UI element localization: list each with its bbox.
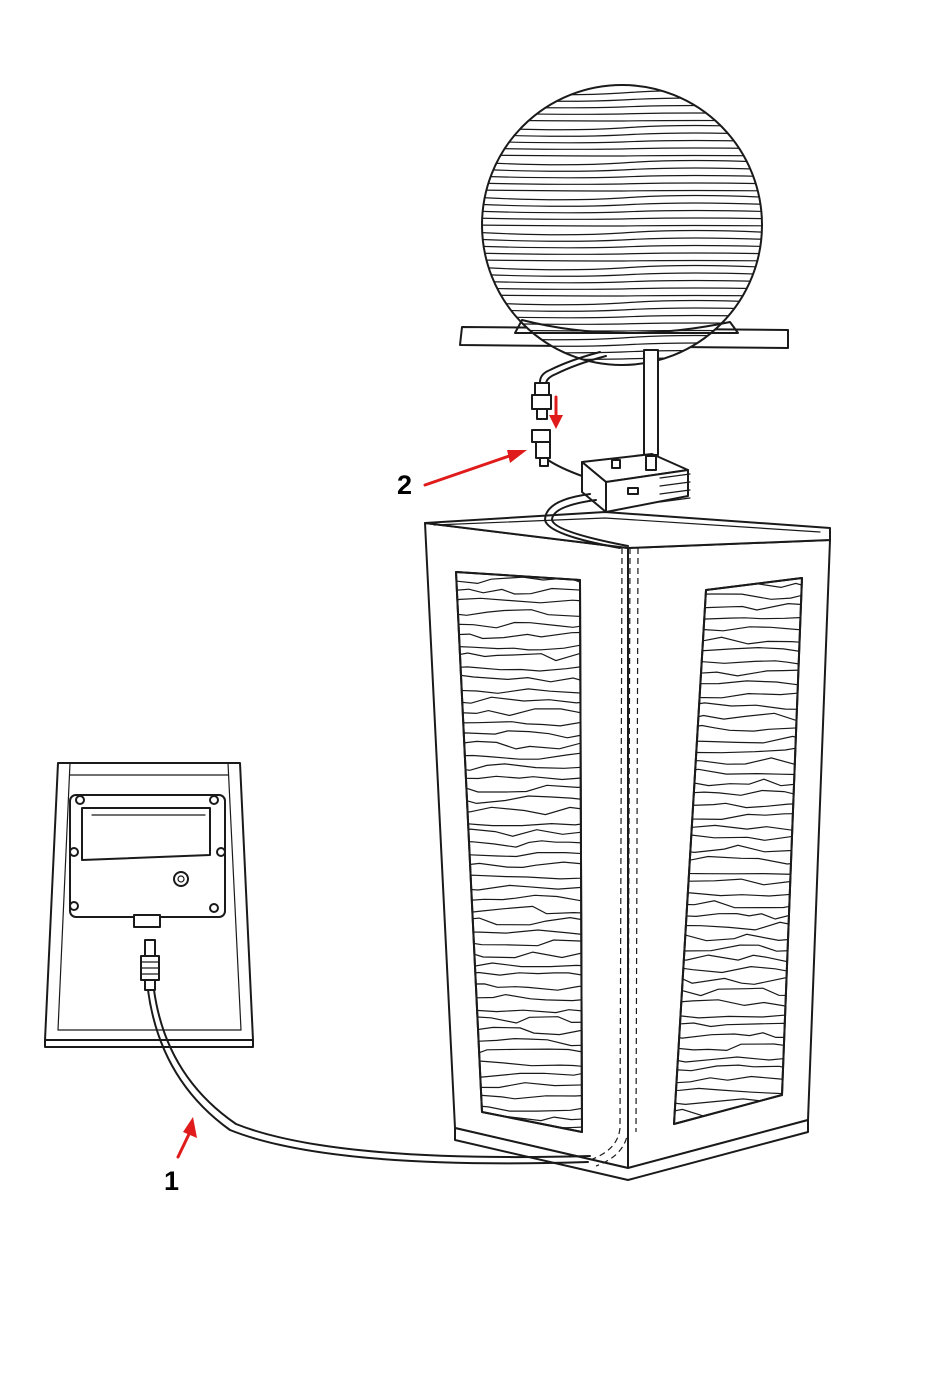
fountain-sphere	[460, 85, 788, 365]
solar-panel	[45, 763, 253, 1047]
callout-label-2: 2	[397, 470, 412, 500]
pedestal	[425, 512, 841, 1180]
callout-arrow-1	[178, 1117, 197, 1157]
callout-label-1: 1	[164, 1166, 179, 1196]
callout-arrow-2	[425, 450, 527, 485]
sphere-plug-connector	[532, 383, 551, 419]
fountain-stake	[644, 350, 658, 455]
water-pump	[548, 454, 690, 512]
pump-socket-connector	[532, 430, 550, 466]
